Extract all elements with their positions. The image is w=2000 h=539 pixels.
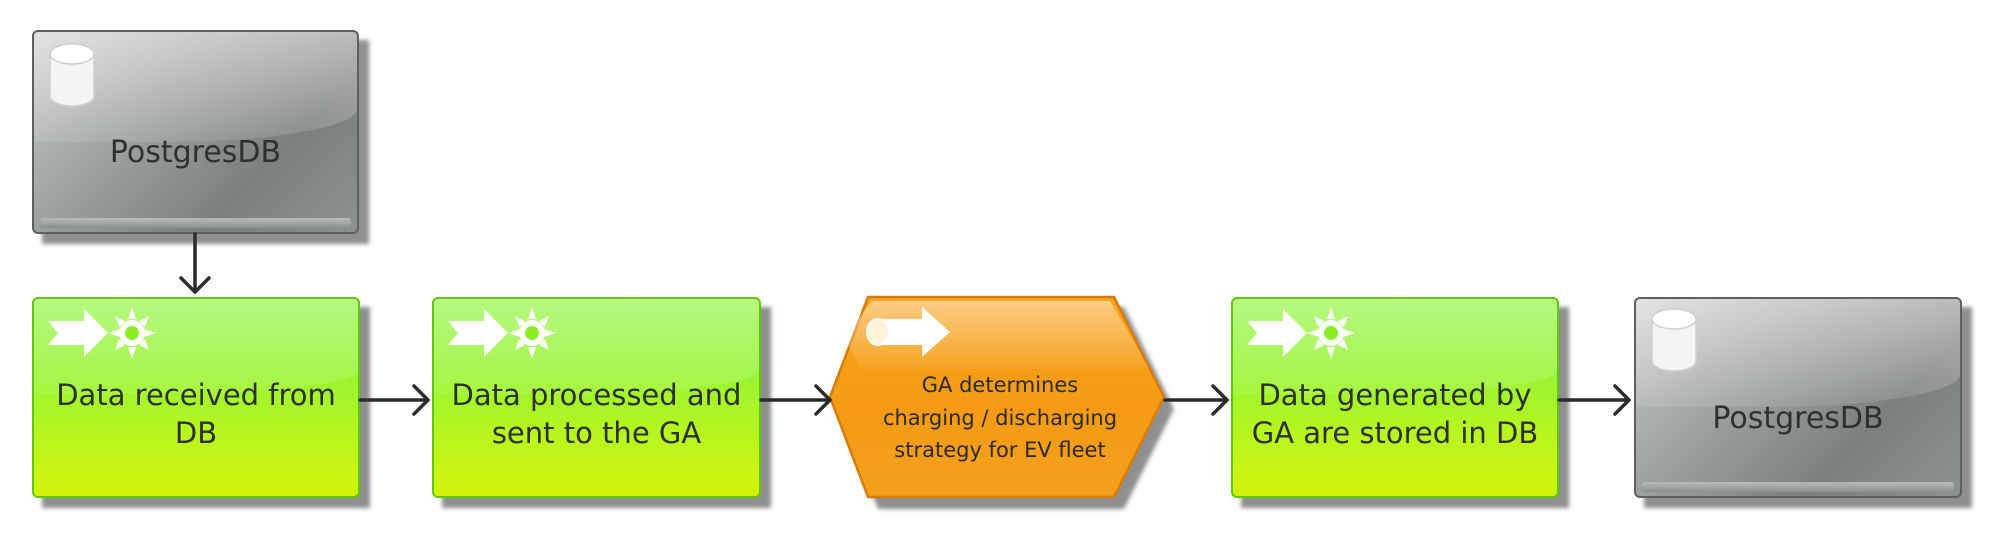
function-node-data-processed[interactable]: Data processed and sent to the GA [432, 297, 771, 508]
event-icon [866, 307, 950, 357]
function-node-data-stored[interactable]: Data generated by GA are stored in DB [1231, 297, 1569, 508]
arrow-event-to-step3 [1163, 384, 1229, 416]
arrow-db-to-step1 [179, 232, 211, 294]
function-node-data-received[interactable]: Data received from DB [32, 297, 370, 508]
event-node-ga-determines[interactable]: GA determines charging / discharging str… [828, 295, 1174, 509]
arrow-step2-to-event [759, 384, 832, 416]
function-node-label: Data processed and sent to the GA [451, 378, 742, 450]
process-start-icon [48, 307, 156, 359]
database-node-label: PostgresDB [1712, 401, 1884, 436]
event-hexagon [828, 295, 1174, 509]
process-start-icon [1247, 307, 1355, 359]
event-node-label: GA determines charging / discharging str… [882, 373, 1118, 463]
function-node-label: Data received from DB [56, 378, 336, 450]
database-icon [49, 43, 95, 107]
arrow-step1-to-step2 [358, 384, 430, 416]
database-node-source[interactable]: PostgresDB [32, 30, 369, 244]
process-start-icon [448, 307, 556, 359]
database-icon [1651, 308, 1697, 372]
function-node-label: Data generated by GA are stored in DB [1251, 378, 1539, 450]
arrow-step3-to-db [1557, 384, 1631, 416]
database-node-target[interactable]: PostgresDB [1634, 297, 1972, 508]
database-node-label: PostgresDB [109, 135, 282, 170]
